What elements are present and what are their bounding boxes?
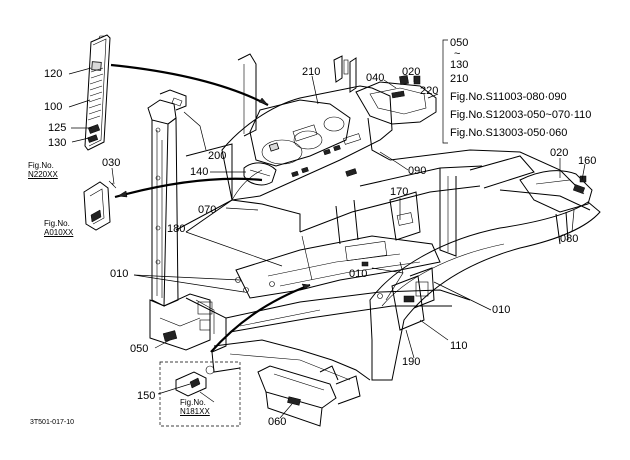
dashboard-body <box>221 85 393 201</box>
bracket-line-050: 050 <box>450 37 469 49</box>
bracket-line-range: ~ <box>454 48 461 60</box>
detail-inset <box>159 361 241 427</box>
left-step-area <box>149 293 227 353</box>
part-label-010-right: 010 <box>492 304 511 316</box>
drawing-code: 3T501-017-10 <box>30 419 74 426</box>
part-label-125: 125 <box>48 122 67 134</box>
part-label-010-left: 010 <box>110 268 129 280</box>
part-label-020-right: 020 <box>550 147 569 159</box>
part-label-020-top: 020 <box>402 66 421 78</box>
part-label-180: 180 <box>167 223 186 235</box>
bracket-line-130: 130 <box>450 59 469 71</box>
fig-ref-n181xx: Fig.No. N181XX <box>180 398 210 416</box>
rear-cover-part <box>83 180 117 231</box>
fig-ref-n220xx-title: Fig.No. <box>28 161 54 170</box>
bracket-line-s11003: Fig.No.S11003-080·090 <box>450 91 567 103</box>
fig-ref-a010xx-title: Fig.No. <box>44 219 70 228</box>
rear-post <box>237 53 357 137</box>
part-label-100: 100 <box>44 101 63 113</box>
bracket-line-210: 210 <box>450 73 469 85</box>
bracket-annotation: 050 ~ 130 210 Fig.No.S11003-080·090 Fig.… <box>450 36 591 140</box>
part-label-090: 090 <box>408 165 427 177</box>
fig-ref-n181xx-title: Fig.No. <box>180 398 206 407</box>
bracket-line-s12003: Fig.No.S12003-050~070·110 <box>450 109 592 121</box>
part-label-040: 040 <box>366 72 385 84</box>
part-label-200: 200 <box>208 150 227 162</box>
main-frame <box>175 143 591 333</box>
part-label-210: 210 <box>302 66 321 78</box>
part-label-170: 170 <box>390 186 409 198</box>
part-label-160: 160 <box>578 155 597 167</box>
part-label-070: 070 <box>198 204 217 216</box>
part-label-190: 190 <box>402 356 421 368</box>
part-label-220: 220 <box>420 85 439 97</box>
front-step <box>257 365 361 427</box>
lower-frame <box>211 339 371 381</box>
part-label-140: 140 <box>190 166 209 178</box>
fig-ref-n220xx: Fig.No. N220XX <box>28 161 58 179</box>
fig-ref-n181xx-code: N181XX <box>180 407 210 416</box>
fig-ref-n220xx-code: N220XX <box>28 170 58 179</box>
part-label-120: 120 <box>44 68 63 80</box>
part-label-060: 060 <box>268 416 287 428</box>
left-pillar <box>147 89 187 307</box>
fig-ref-a010xx: Fig.No. A010XX <box>44 219 73 237</box>
part-label-050: 050 <box>130 343 149 355</box>
part-label-030: 030 <box>102 157 121 169</box>
part-label-110: 110 <box>450 340 468 352</box>
right-upper-cover <box>355 75 437 161</box>
part-label-080: 080 <box>560 233 579 245</box>
leader-lines <box>68 39 586 419</box>
side-cover-panel <box>84 34 111 151</box>
part-label-010-center: 010 <box>349 268 368 280</box>
part-label-130: 130 <box>48 137 67 149</box>
bracket-line-s13003: Fig.No.S13003-050·060 <box>450 127 568 139</box>
part-label-150: 150 <box>137 390 156 402</box>
fig-ref-a010xx-code: A010XX <box>44 228 74 237</box>
right-side-panels <box>389 191 435 331</box>
